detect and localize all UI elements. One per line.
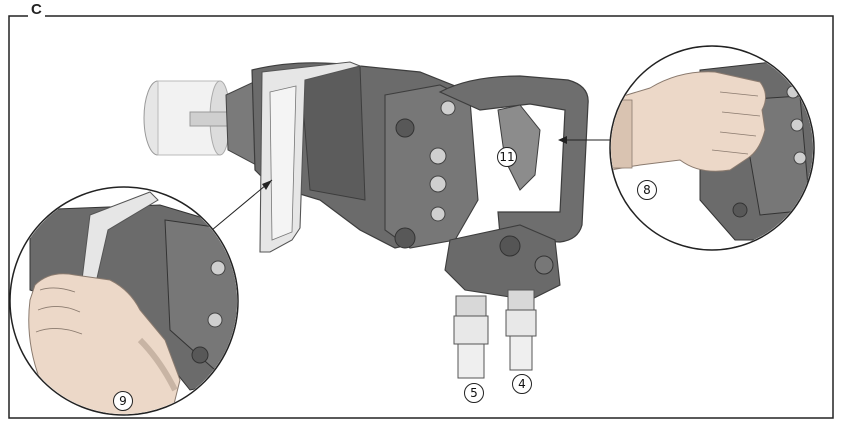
hand-icon [611, 71, 766, 172]
leader-line-side-handle [211, 179, 273, 231]
detail-circle-side-handle [9, 186, 239, 416]
callout-hose-b: 4 [512, 374, 532, 394]
callout-hose-a: 5 [464, 383, 484, 403]
figure-frame [8, 15, 834, 419]
arrowhead [262, 180, 272, 190]
arrowhead [558, 136, 567, 144]
impact-wrench-icon [143, 61, 589, 379]
hand-icon [28, 273, 181, 414]
callout-trigger: 11 [497, 147, 517, 167]
callout-side-handle-hand: 9 [113, 391, 133, 411]
detail-circle-grip [609, 45, 815, 251]
callout-grip-hand: 8 [637, 180, 657, 200]
section-label: C [28, 2, 45, 18]
